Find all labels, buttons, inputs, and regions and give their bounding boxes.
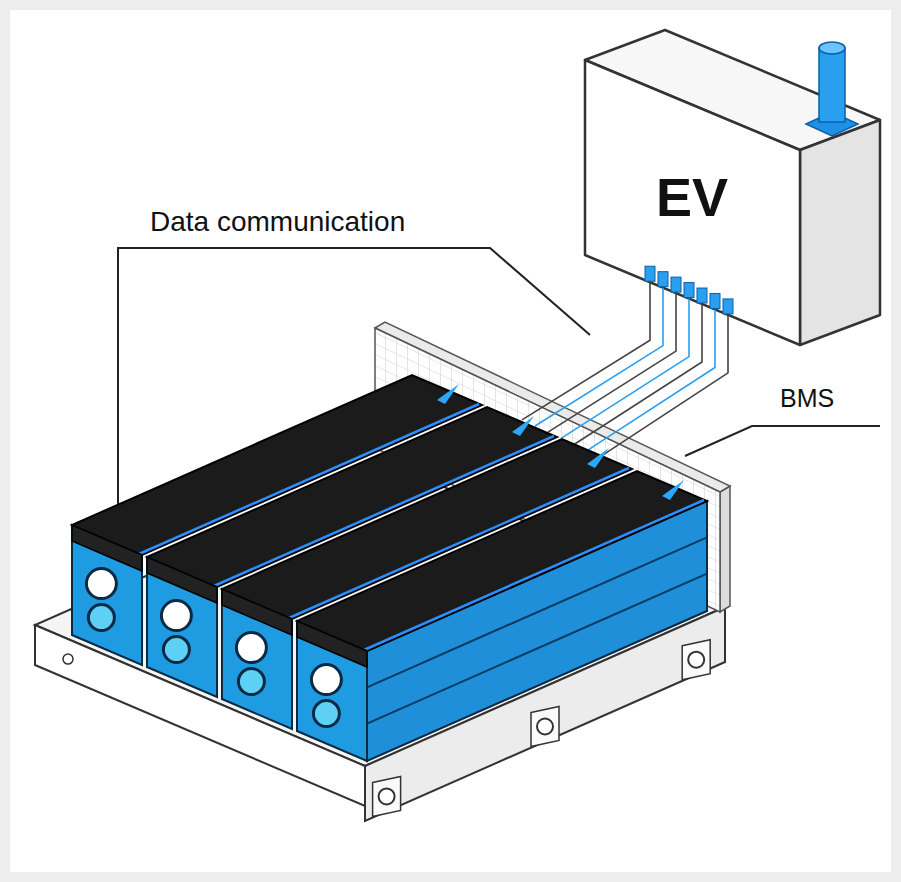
ev-side: [800, 120, 880, 345]
leader-line: [685, 426, 880, 456]
ev-pin: [697, 288, 707, 303]
mount-bracket: [373, 776, 401, 816]
ev-pin: [658, 272, 668, 287]
mount-hole: [688, 652, 704, 668]
wire: [535, 288, 663, 426]
wire: [548, 293, 676, 432]
cell-terminal: [86, 569, 116, 599]
wire: [561, 299, 689, 439]
ev-box-illustration: [585, 30, 880, 345]
cell-terminal: [161, 601, 191, 631]
signal-arrow: [512, 416, 534, 436]
ev-pin: [645, 266, 655, 281]
ev-box: EV: [648, 164, 736, 231]
ev-pin: [684, 283, 694, 298]
mount-bracket: [682, 640, 710, 680]
wires: [522, 266, 733, 457]
cell-terminal: [311, 665, 341, 695]
mount-bracket: [531, 707, 559, 747]
module-front: [72, 525, 142, 665]
module-front: [222, 589, 292, 729]
wire: [587, 309, 715, 450]
wire: [600, 315, 728, 457]
wire: [522, 282, 650, 420]
callout-label: BMS: [780, 384, 834, 413]
module-front: [297, 621, 367, 761]
ev-pin: [723, 299, 733, 314]
module-cap: [297, 621, 367, 667]
box-label: EV: [656, 168, 728, 227]
module-edge-light: [364, 500, 704, 650]
ev-connector: [806, 42, 858, 136]
callout-label: Data communication: [150, 206, 405, 238]
cell-terminal: [88, 605, 114, 631]
module-cap: [147, 557, 217, 603]
module-cap: [222, 589, 292, 635]
ev-front: [585, 60, 800, 345]
cell-terminal: [163, 637, 189, 663]
wire: [574, 304, 702, 445]
module-front: [147, 557, 217, 697]
mount-hole: [537, 719, 553, 735]
signal-arrow: [437, 384, 459, 404]
cell-terminal: [238, 669, 264, 695]
board-edge: [720, 486, 730, 612]
signal-arrow: [587, 448, 609, 468]
mount-hole: [63, 654, 73, 664]
signal-arrow: [662, 480, 684, 500]
module-top: [297, 471, 707, 651]
cell-terminal: [313, 701, 339, 727]
ev-pin: [710, 293, 720, 308]
battery-modules: [72, 375, 707, 761]
ev-pin: [671, 277, 681, 292]
module-cap: [72, 525, 142, 571]
cell-terminal: [236, 633, 266, 663]
battery-module: [297, 471, 707, 761]
mount-hole: [379, 788, 395, 804]
